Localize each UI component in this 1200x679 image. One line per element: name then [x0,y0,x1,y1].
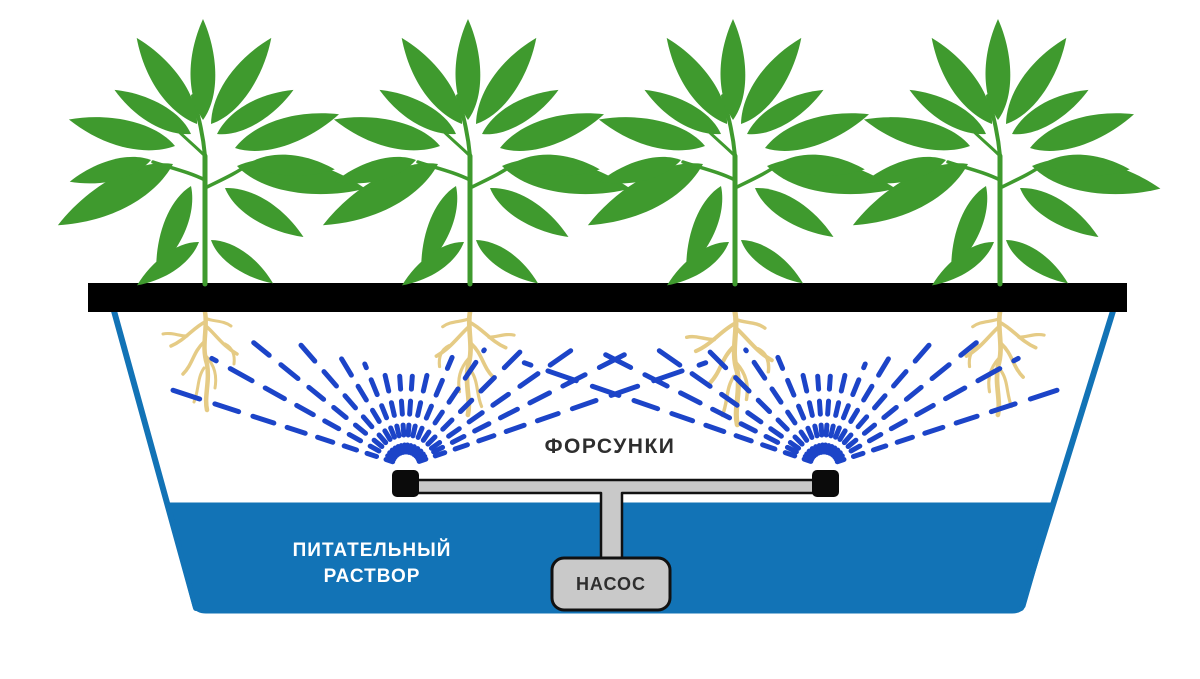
spray-ray [404,373,415,455]
spray-ray [416,347,636,463]
spray-ray [406,366,431,455]
spray-ray [251,340,398,460]
nutrient-solution-label: ПИТАТЕЛЬНЫЙ РАСТВОР [222,538,522,590]
spray-ray [163,385,396,465]
spray-ray [594,347,814,463]
spray-ray [518,359,814,464]
spray-ray [799,366,824,455]
plant-4 [845,19,1161,299]
spray-ray [824,369,849,455]
nutrient-solution-label-line1: ПИТАТЕЛЬНЫЙ [292,540,452,561]
spray-fan-left [163,340,712,465]
spray-ray [411,347,487,457]
spray-ray [413,343,529,459]
spray-fan-right [518,340,1067,465]
plant-1 [50,19,366,299]
spray-ray [397,373,408,455]
spray-ray [651,344,815,461]
platform-lid [88,283,1127,312]
spray-ray [381,369,406,455]
nozzle-left [392,470,419,497]
spray-ray [362,361,404,456]
spray-ray [701,343,817,459]
spray-ray [830,342,932,458]
spray-ray [415,344,579,461]
nozzles-label: ФОРСУНКИ [544,435,676,458]
nutrient-solution-label-line2: РАСТВОР [323,566,421,587]
spray-ray [743,347,819,457]
spray-ray [298,342,400,458]
spray-ray [815,373,826,455]
nozzle-right [812,470,839,497]
spray-ray [828,350,895,457]
plant-roots [163,312,1044,425]
spray-ray [826,361,868,456]
spray-ray [335,350,402,457]
spray-ray [833,355,1021,462]
spray-ray [832,340,979,460]
plants [50,19,1161,299]
pump-label: НАСОС [575,574,647,594]
plant-2 [315,19,631,299]
spray-ray [834,385,1067,465]
spray-ray [416,359,712,464]
pump-box [550,556,672,612]
plant-3 [580,19,896,299]
spray-ray [409,354,455,456]
spray-ray [775,354,821,456]
spray-ray [209,355,397,462]
spray-ray [822,373,833,455]
